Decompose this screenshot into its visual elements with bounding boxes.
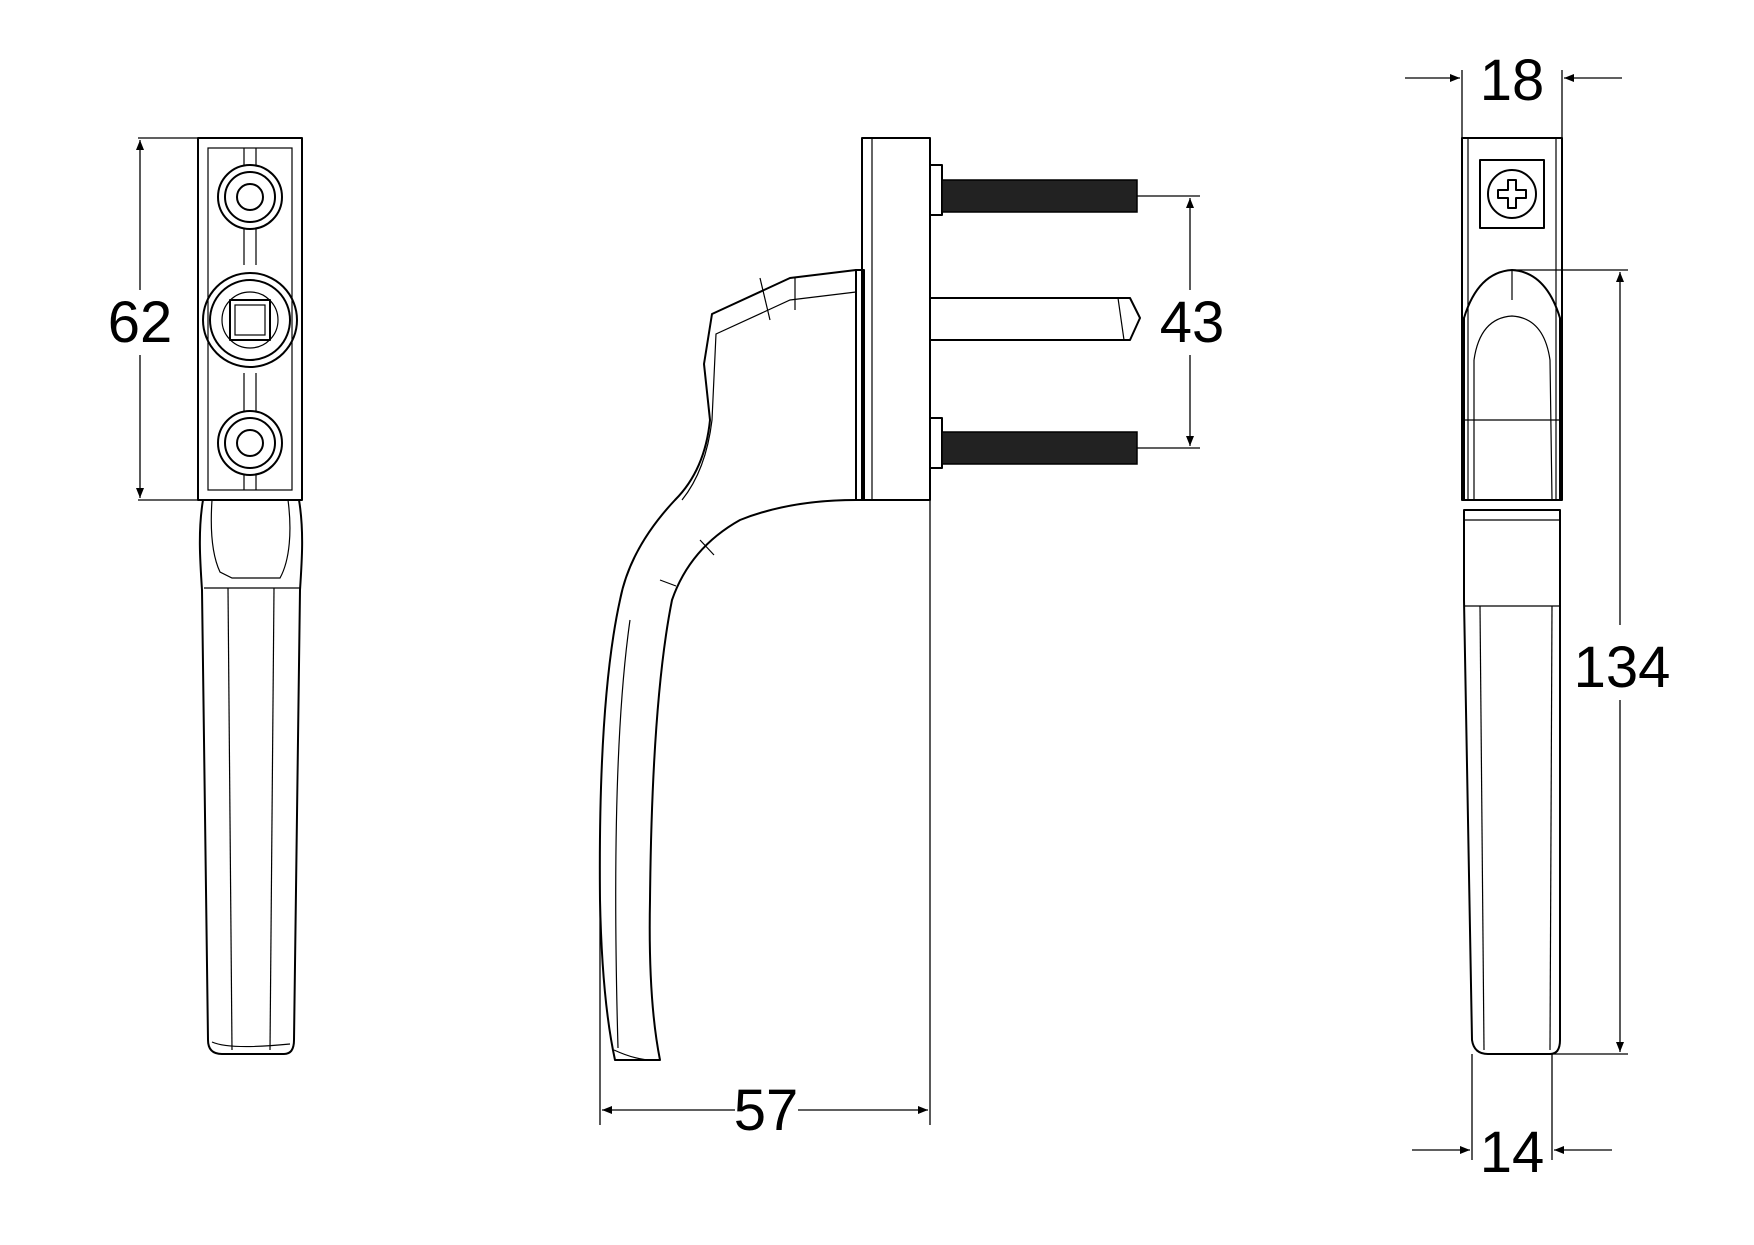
front-bottom-screw-hole (217, 373, 283, 490)
dimension-label-43: 43 (1160, 290, 1225, 355)
front-spindle-boss (202, 272, 298, 368)
dimension-18: 18 (1405, 48, 1622, 138)
dimension-label-18: 18 (1480, 48, 1545, 113)
dimension-62: 62 (108, 137, 198, 501)
edge-lever (1463, 269, 1561, 1055)
side-view (598, 137, 1141, 1061)
dimension-label-14: 14 (1480, 1120, 1545, 1185)
side-bottom-screw (929, 417, 1138, 469)
front-top-screw-hole (217, 148, 283, 265)
dimension-14: 14 (1412, 1054, 1612, 1185)
front-base-plate (197, 137, 303, 501)
dimension-label-134: 134 (1574, 635, 1671, 700)
front-lever (198, 499, 304, 1055)
dimension-43: 43 (1137, 195, 1225, 449)
front-view (197, 137, 304, 1055)
edge-base (1461, 137, 1563, 501)
dimension-134: 134 (1512, 269, 1671, 1055)
side-top-screw (929, 164, 1138, 216)
dimension-label-62: 62 (108, 290, 173, 355)
dimension-57: 57 (599, 500, 931, 1143)
edge-screw-head (1479, 159, 1545, 229)
dimension-label-57: 57 (734, 1078, 799, 1143)
side-lever (598, 269, 857, 1061)
side-spindle (929, 297, 1141, 341)
side-base-plate (855, 137, 931, 501)
edge-view (1461, 137, 1563, 1055)
